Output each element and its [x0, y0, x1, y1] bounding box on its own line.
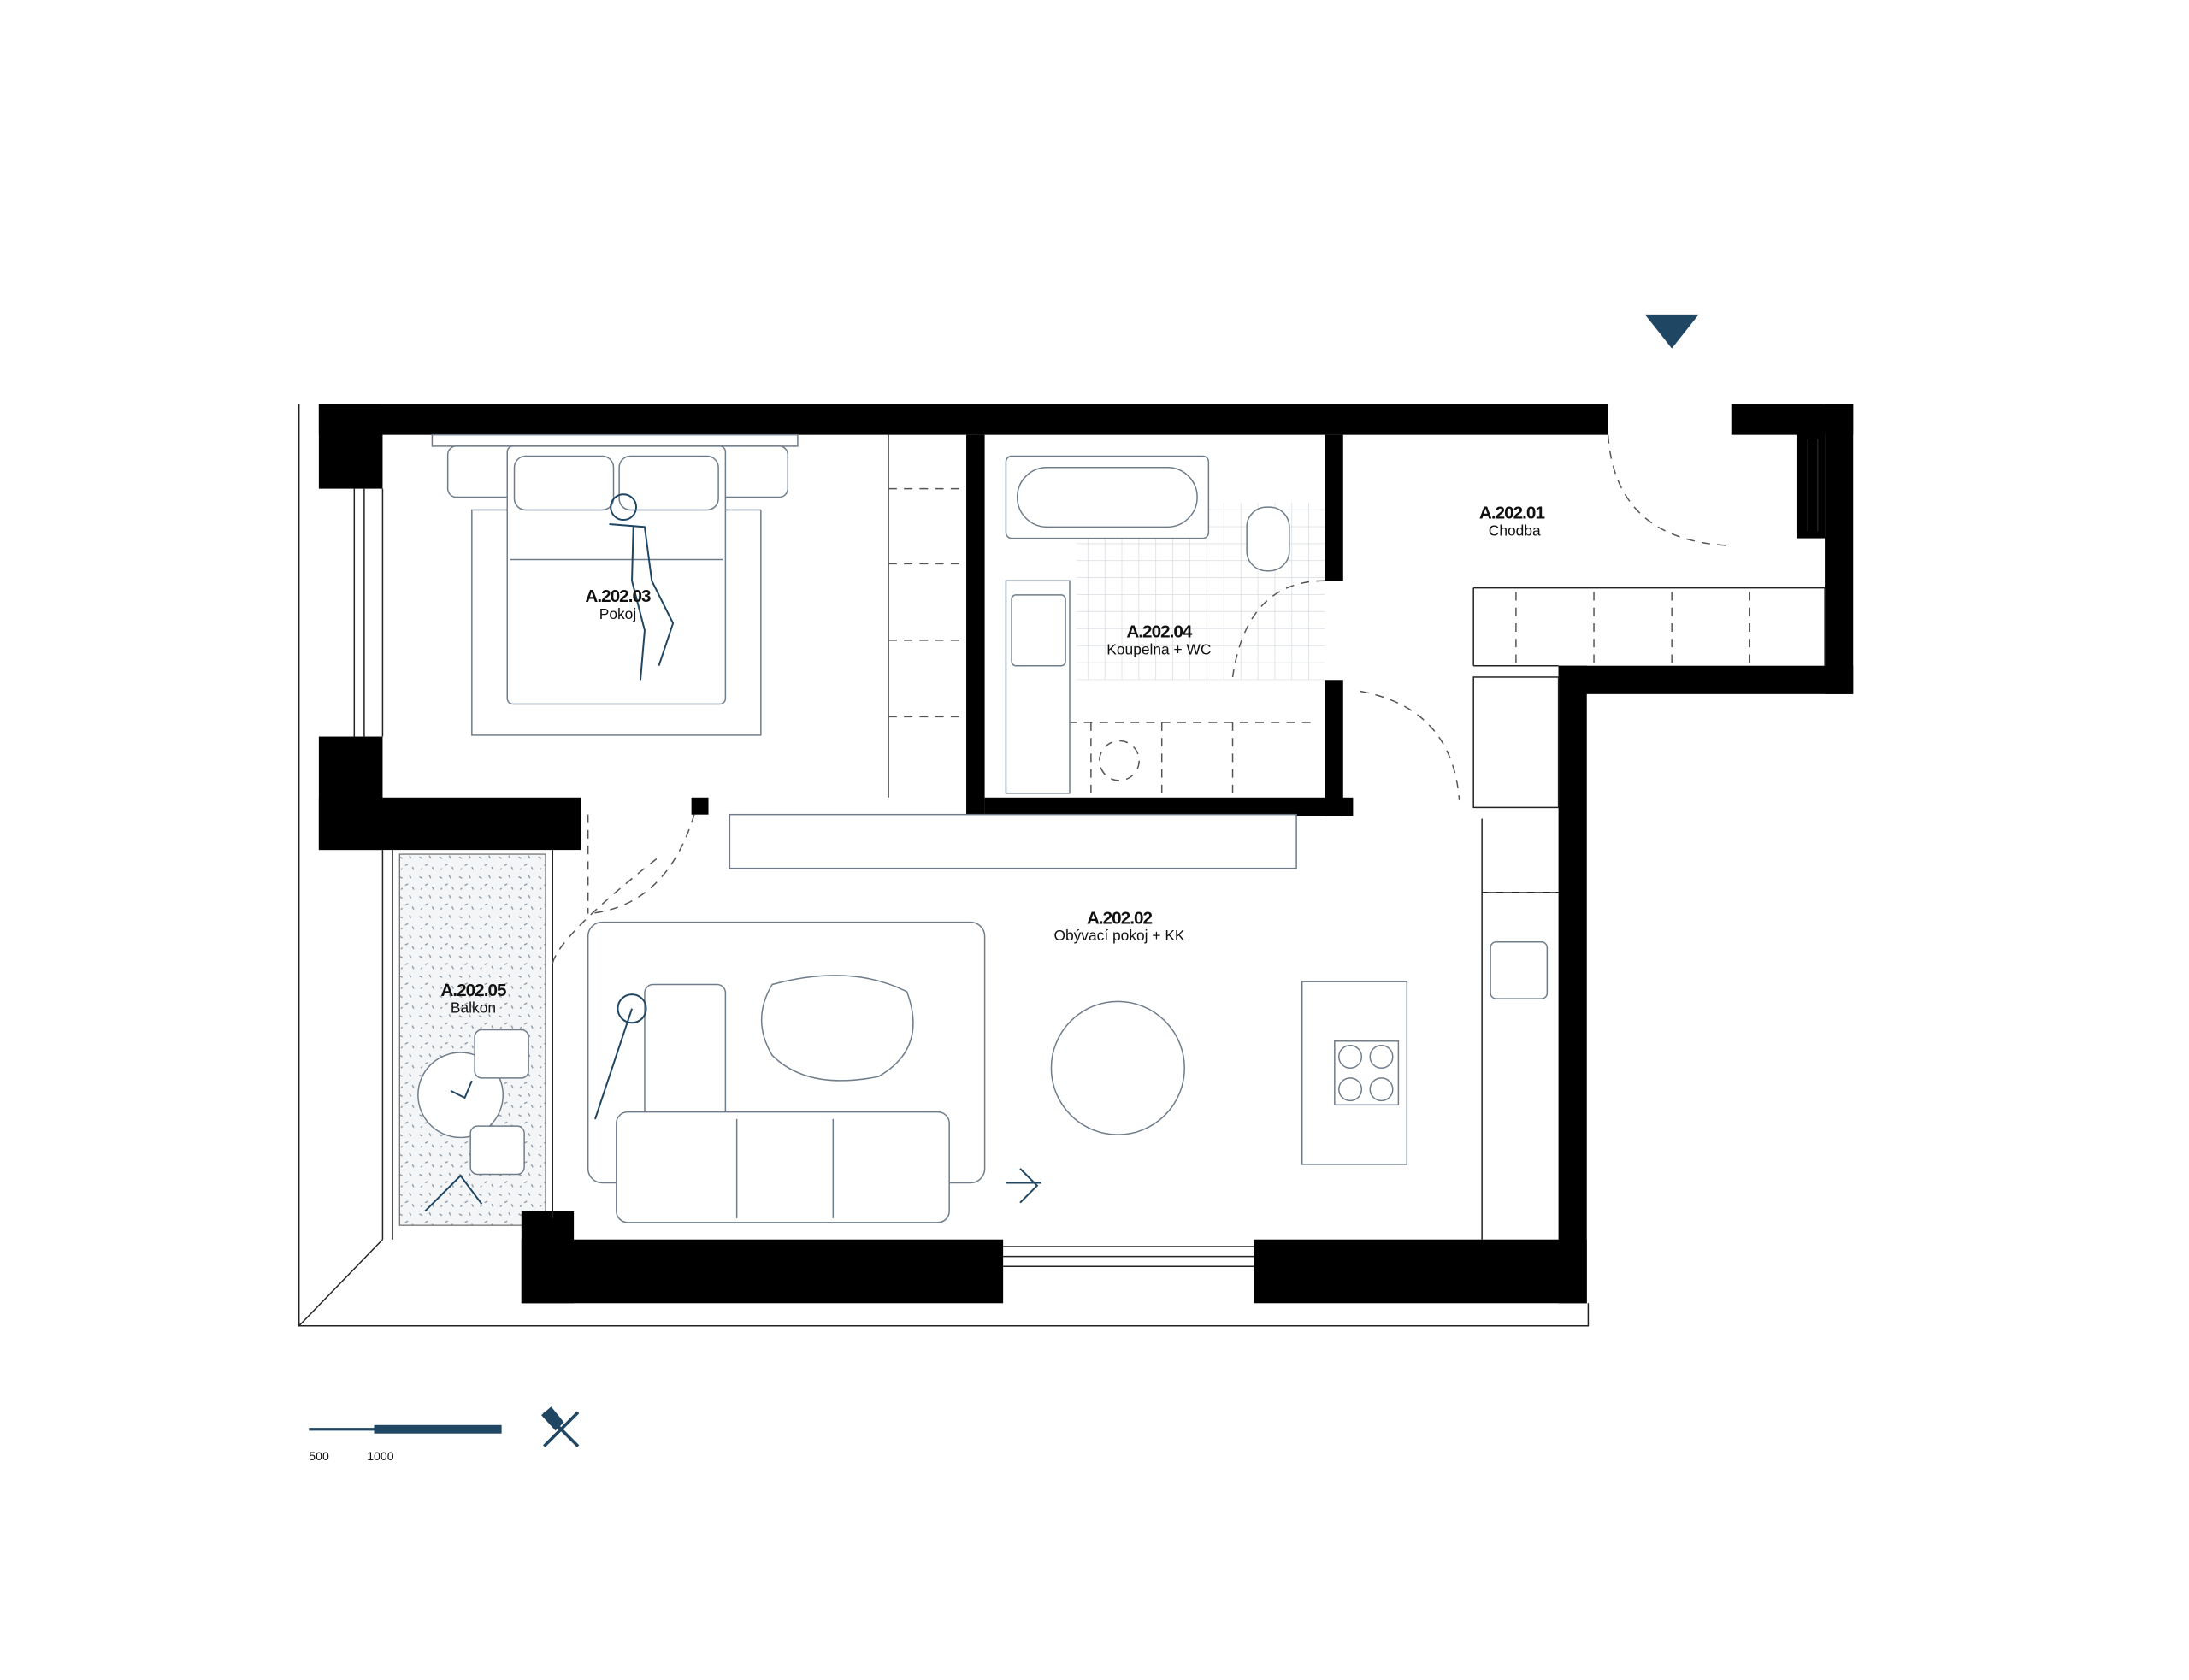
partitions	[888, 434, 1826, 1240]
svg-text:A.202.03: A.202.03	[585, 587, 651, 606]
walls	[318, 404, 1854, 1304]
svg-text:Koupelna + WC: Koupelna + WC	[1106, 640, 1211, 657]
room-label-chodba: A.202.01 Chodba	[1479, 503, 1546, 539]
room-label-pokoj: A.202.03 Pokoj	[585, 587, 652, 622]
svg-text:500: 500	[309, 1449, 329, 1463]
svg-text:Balkon: Balkon	[451, 999, 496, 1017]
svg-text:Chodba: Chodba	[1489, 522, 1541, 539]
svg-text:1000: 1000	[367, 1449, 393, 1463]
door-swings	[552, 434, 1726, 964]
svg-text:A.202.02: A.202.02	[1087, 908, 1153, 928]
scale-bar: 500 1000	[309, 1424, 502, 1463]
balcony-furniture	[417, 1029, 529, 1212]
bedroom-furniture	[431, 433, 799, 736]
room-label-koupelna: A.202.04 Koupelna + WC	[1106, 622, 1211, 658]
svg-text:Pokoj: Pokoj	[599, 605, 636, 622]
living-furniture	[587, 813, 1549, 1223]
svg-text:A.202.01: A.202.01	[1479, 503, 1545, 522]
svg-text:A.202.05: A.202.05	[440, 981, 506, 1000]
svg-text:A.202.04: A.202.04	[1126, 622, 1193, 642]
svg-text:Obývací pokoj + KK: Obývací pokoj + KK	[1053, 927, 1184, 944]
room-label-obyvaci-pokoj: A.202.02 Obývací pokoj + KK	[1053, 908, 1184, 944]
outline	[298, 404, 1590, 1327]
windows	[353, 439, 1819, 1267]
entrance-arrow-icon	[1644, 314, 1699, 349]
north-arrow-icon	[541, 1406, 580, 1447]
room-label-balkon: A.202.05 Balkon	[440, 981, 507, 1017]
bathroom-fixtures	[1005, 455, 1290, 794]
